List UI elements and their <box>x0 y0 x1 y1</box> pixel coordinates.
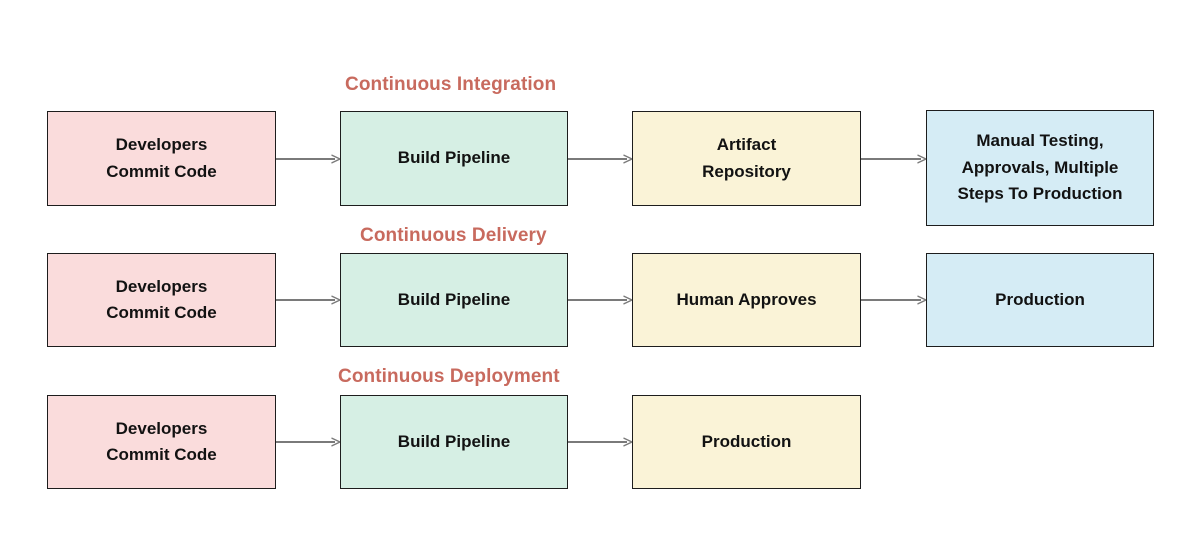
flow-node-label: Production <box>641 429 852 455</box>
row-label: Continuous Delivery <box>360 225 547 246</box>
flow-node-line: Commit Code <box>106 445 217 464</box>
flow-node-line: Repository <box>702 161 791 181</box>
flow-node[interactable]: Production <box>632 395 861 489</box>
flow-arrow <box>861 294 927 306</box>
flow-arrow <box>861 153 927 165</box>
flow-node-line: Steps To Production <box>957 184 1123 204</box>
flow-arrow <box>276 153 341 165</box>
flow-node-line: Developers <box>115 418 208 438</box>
flow-node-line: Build Pipeline <box>397 289 511 309</box>
flow-node-line: Developers <box>115 135 208 155</box>
flow-node-line: Build Pipeline <box>397 431 511 451</box>
flow-node[interactable]: Production <box>926 253 1154 347</box>
flow-node[interactable]: Human Approves <box>632 253 861 347</box>
flow-node-line: Build Pipeline <box>397 148 511 168</box>
flow-node-line: Artifact <box>716 135 777 155</box>
flow-node-line: Manual Testing, <box>976 131 1104 151</box>
flow-node-line: Human Approves <box>676 289 817 309</box>
flow-arrow <box>568 294 633 306</box>
flow-arrow <box>568 153 633 165</box>
flow-arrow <box>568 436 633 448</box>
flow-node-line: Approvals, Multiple <box>961 157 1119 177</box>
flow-node[interactable]: Build Pipeline <box>340 395 568 489</box>
flow-node-label: Human Approves <box>641 287 852 313</box>
flow-arrow <box>276 294 341 306</box>
flow-node-label: Production <box>935 287 1145 313</box>
flow-node-label: Build Pipeline <box>349 429 559 455</box>
flow-node-line: Commit Code <box>106 303 217 322</box>
row-label: Continuous Integration <box>345 74 557 95</box>
flow-node-label: Build Pipeline <box>349 287 559 313</box>
flow-arrow <box>276 436 341 448</box>
row-label: Continuous Deployment <box>338 366 560 387</box>
flow-node-line: Commit Code <box>106 161 217 181</box>
flow-node-line: Production <box>701 431 792 451</box>
flow-node[interactable]: Build Pipeline <box>340 111 568 206</box>
flow-node-line: Production <box>995 289 1085 309</box>
flow-node[interactable]: Build Pipeline <box>340 253 568 347</box>
flow-node-line: Developers <box>115 276 208 296</box>
flow-node-label: Build Pipeline <box>349 145 559 171</box>
